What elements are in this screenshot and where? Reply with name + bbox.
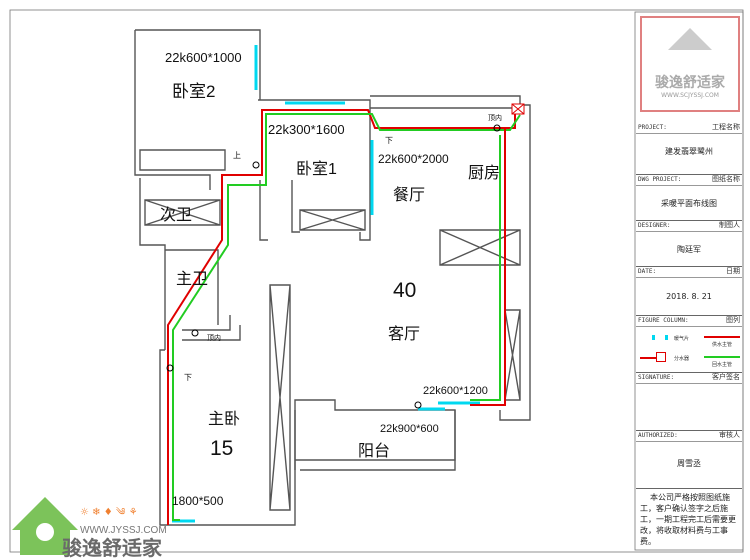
- room-label: 次卫: [160, 206, 192, 224]
- watermark-logo: ☼ ❄ ♦ ༄ ⚘ WWW.JYSSJ.COM 骏逸舒适家: [12, 497, 167, 560]
- room-label: 主卧: [208, 410, 240, 428]
- pipe-note: 顶内: [488, 113, 502, 122]
- area-number: 40: [393, 279, 416, 302]
- manifold-cross: [511, 103, 525, 115]
- label-en: AUTHORIZED:: [638, 432, 678, 439]
- label-en: DESIGNER:: [638, 222, 671, 229]
- label-cn: 工程名称: [712, 123, 740, 131]
- terms-note: 本公司严格按照图纸施工，客户确认签字之后施工，一期工程完工后需要更改，将收取材料…: [640, 493, 736, 546]
- radiator-label: 22k300*1600: [268, 122, 345, 137]
- room-label: 厨房: [468, 164, 500, 182]
- label-cn: 日期: [726, 267, 740, 275]
- room-label: 卧室2: [172, 82, 215, 101]
- walls: [134, 29, 531, 526]
- radiator-label: 22k600*1000: [165, 50, 242, 65]
- pipe-note: 顶内: [207, 333, 221, 342]
- riser-icon: [191, 329, 199, 337]
- radiator-label: 1800*500: [172, 494, 224, 508]
- riser-icon: [493, 124, 501, 132]
- room-label: 客厅: [388, 325, 420, 343]
- signature-section: SIGNATURE: 客户签名: [636, 372, 742, 431]
- label-en: FIGURE COLUMN:: [638, 317, 689, 324]
- authorized-section: AUTHORIZED: 审核人 周雪丞: [636, 430, 742, 489]
- label-cn: 制图人: [719, 221, 740, 229]
- return-pipe: [172, 113, 521, 521]
- return-legend-line: [704, 356, 740, 358]
- drawing-name: 采暖平面布线图: [661, 199, 717, 208]
- area-number: 15: [210, 437, 233, 460]
- label-cn: 图列: [726, 316, 740, 324]
- house-logo-icon: [668, 28, 712, 50]
- pipe-note: 下: [385, 136, 393, 145]
- logo-box: 骏逸舒适家 WWW.SCJYSSJ.COM: [640, 16, 740, 112]
- label-cn: 客户签名: [712, 373, 740, 381]
- supply-pipe: [167, 108, 516, 525]
- room-label: 餐厅: [393, 186, 425, 204]
- manifold-legend-box: [656, 352, 666, 362]
- supply-legend-line: [704, 336, 740, 338]
- label-cn: 图纸名称: [712, 175, 740, 183]
- date-section: DATE: 日期 2018. 8. 21: [636, 266, 742, 316]
- pipe-note: 下: [184, 373, 192, 382]
- manifold-legend-icon: [640, 357, 656, 359]
- watermark-url: WWW.JYSSJ.COM: [80, 525, 167, 536]
- label-en: DATE:: [638, 268, 657, 275]
- radiator-label: 22k900*600: [380, 423, 439, 435]
- room-label: 阳台: [358, 442, 390, 460]
- designer-section: DESIGNER: 制图人 陶廷军: [636, 220, 742, 267]
- legend-label: 分水器: [674, 356, 690, 362]
- logo-brand: 骏逸舒适家: [655, 75, 725, 91]
- radiator-label: 22k600*2000: [378, 152, 449, 166]
- label-en: SIGNATURE:: [638, 374, 675, 381]
- authorizer-name: 周雪丞: [677, 459, 701, 468]
- room-label: 主卫: [176, 270, 208, 288]
- project-name: 建发翡翠鹭州: [665, 147, 713, 156]
- designer-name: 陶廷军: [677, 245, 701, 254]
- drawing-section: DWG PROJECT: 图纸名称 采暖平面布线图: [636, 174, 742, 221]
- legend-section: FIGURE COLUMN: 图列 暖气片 供水主管 分水器 回水主管: [636, 315, 742, 373]
- return-pipe-east: [470, 135, 501, 401]
- label-en: DWG PROJECT:: [638, 176, 682, 183]
- riser-icon: [414, 401, 422, 409]
- legend-label: 暖气片: [674, 336, 690, 342]
- radiators: [172, 45, 480, 523]
- watermark-brand: 骏逸舒适家: [62, 536, 163, 560]
- date-value: 2018. 8. 21: [666, 292, 712, 301]
- label-cn: 审核人: [719, 431, 740, 439]
- radiator-legend-icon: [652, 335, 668, 340]
- riser-icon: [252, 161, 260, 169]
- project-section: PROJECT: 工程名称 建发翡翠鹭州: [636, 122, 742, 175]
- supply-pipe-east: [470, 128, 506, 406]
- riser-icon: [166, 364, 174, 372]
- radiator-label: 22k600*1200: [423, 385, 488, 397]
- label-en: PROJECT:: [638, 124, 667, 131]
- legend-label: 供水主管: [712, 342, 733, 348]
- title-block-frame: [634, 11, 744, 551]
- pipe-note: 上: [233, 151, 241, 160]
- weather-icons: ☼ ❄ ♦ ༄ ⚘: [80, 507, 138, 518]
- logo-url: WWW.SCJYSSJ.COM: [661, 92, 719, 99]
- legend-label: 回水主管: [712, 362, 733, 368]
- room-label: 卧室1: [296, 160, 337, 178]
